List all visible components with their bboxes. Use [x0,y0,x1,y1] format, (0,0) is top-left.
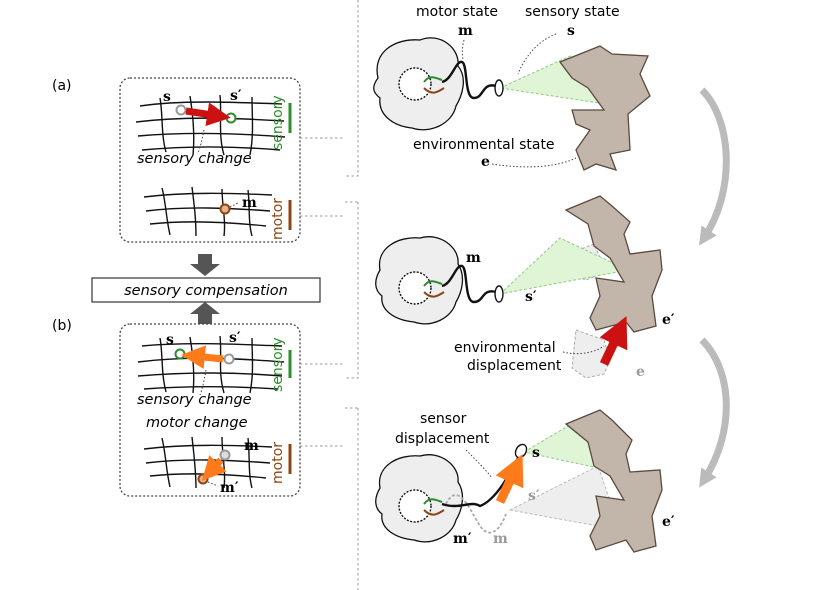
scene-top: motor state m sensory state s environmen… [373,4,651,171]
motor-state-symbol: m [458,23,473,39]
compensation-up-arrow [190,302,220,324]
middle-e-prime-symbol: e′ [662,312,675,328]
environmental-displacement-label-1: environmental [454,340,556,356]
motor-state-label: motor state [416,4,498,20]
middle-s-prime-symbol: s′ [525,289,537,305]
panel-a-sensory-change-arrow [185,102,231,126]
environment-object-middle [564,195,663,333]
scene-middle: m s′ e′ e environmental displacement [375,195,675,380]
panel-b-s-symbol: s [166,332,174,348]
sensor-cone-middle [498,237,630,295]
connector-lines [300,0,359,590]
arm-top [441,60,497,100]
panel-b-s-point [174,348,186,360]
environmental-state-symbol: e [481,154,490,170]
panel-b-sensory-grid [137,335,285,394]
panel-a-tag: (a) [52,78,72,94]
panel-a-m-leader [229,202,239,208]
compensation-down-arrow [190,254,220,276]
panel-b-sensory-change-caption: sensory change [137,392,252,408]
panel-b-motor-change-caption: motor change [146,415,248,431]
bottom-s-prime-symbol: s′ [528,488,540,504]
panel-b-m-prime-point [197,473,209,485]
panel-b-caption-leader [199,369,207,396]
agent-joint-top [398,67,432,101]
panel-a-m-point [219,203,231,215]
sensory-state-label: sensory state [525,4,620,20]
middle-e-symbol: e [636,364,645,380]
panel-b-s-prime-point [223,353,235,365]
bottom-e-prime-symbol: e′ [662,514,675,530]
panel-a-s-prime-point [225,112,237,124]
bottom-s-symbol: s [532,445,540,461]
panel-a-motor-grid [143,186,273,237]
panel-a-sensory-change-caption: sensory change [137,151,252,167]
panel-b-motor-change-arrow [201,455,227,481]
bottom-m-symbol: m [493,531,508,547]
transition-arrow-2 [699,337,730,488]
bottom-m-prime-symbol: m′ [453,531,472,547]
panel-a-s-symbol: s [163,89,171,105]
panel-b-motor-label: motor [270,442,286,484]
panel-a-motor-label: motor [270,198,286,240]
panel-a-caption-leader [197,129,205,154]
sensor-top [494,79,504,97]
panel-b-m-symbol: m [244,438,259,454]
middle-m-symbol: m [466,250,481,266]
panel-b-sensory-label: sensory [270,337,286,392]
panel-a-s-prime-symbol: s′ [230,88,242,104]
agent-joint-middle [398,271,432,305]
sensor-displacement-label-2: displacement [395,431,490,447]
environment-object-top [558,45,651,171]
compensation-box [91,277,321,303]
panel-a-s-point [175,104,187,116]
transition-arrow-1 [698,87,730,246]
panel-b-m-point [219,449,231,461]
arm-middle [441,264,497,304]
sensor-bottom [514,443,528,459]
panel-b-s-prime-symbol: s′ [229,330,241,346]
panel-a-sensory-label: sensory [270,95,286,150]
panel-b-sensory-change-arrow [181,345,224,370]
environment-object-bottom [564,409,663,553]
compensation-label: sensory compensation [124,283,288,299]
panel-b-tag: (b) [52,318,72,334]
scene-bottom: sensor displacement s s′ e′ m′ m [375,409,675,553]
sensor-middle [494,285,504,303]
sensor-displacement-label-1: sensor [420,411,467,427]
panel-a-m-symbol: m [242,195,257,211]
environmental-displacement-label-2: displacement [467,358,562,374]
sensor-displacement-arrow [495,454,524,504]
environmental-state-label: environmental state [413,137,555,153]
environmental-displacement-arrow [599,316,628,366]
panel-b-m-prime-symbol: m′ [220,480,239,496]
sensory-state-symbol: s [567,23,575,39]
agent-joint-bottom [398,489,432,523]
